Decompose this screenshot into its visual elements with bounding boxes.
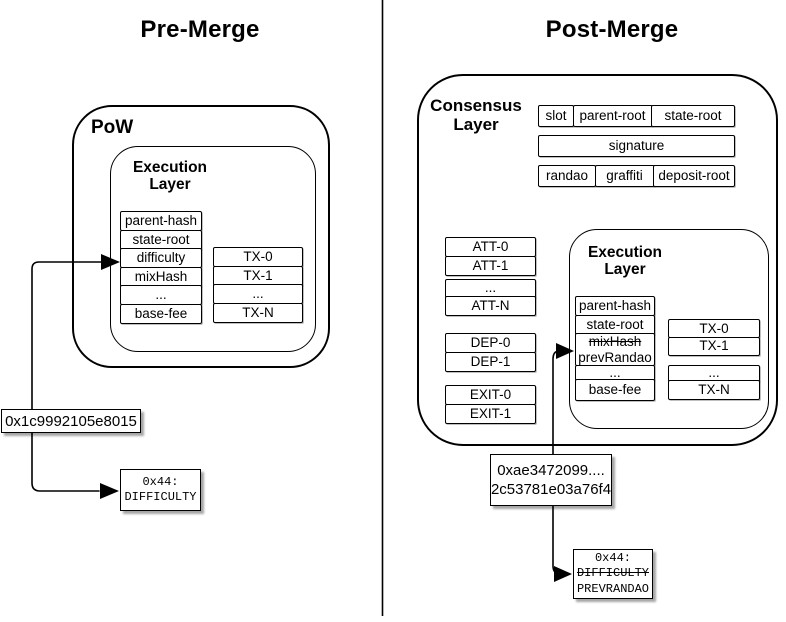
tx-0-post: TX-0 xyxy=(668,319,760,338)
exit-list: EXIT-0 EXIT-1 xyxy=(445,385,536,424)
transaction-list-post: TX-0 TX-1 ... TX-N xyxy=(668,319,760,400)
block-header-fields-pre: parent-hash state-root difficulty mixHas… xyxy=(120,211,202,324)
execution-layer-title-pre: Execution Layer xyxy=(132,159,208,193)
randao-value-line1: 0xae3472099.... xyxy=(497,462,605,479)
pow-label: PoW xyxy=(91,117,134,138)
block-header-fields-post: parent-hash state-root mixHash prevRanda… xyxy=(575,296,655,401)
field-state-root-pre: state-root xyxy=(120,229,202,250)
att-ellipsis: ... xyxy=(445,278,536,298)
slot-name-difficulty: DIFFICULTY xyxy=(124,490,197,504)
field-parent-hash-post: parent-hash xyxy=(575,296,655,316)
field-parent-hash-pre: parent-hash xyxy=(120,211,202,231)
field-deposit-root: deposit-root xyxy=(653,165,735,187)
exit-0: EXIT-0 xyxy=(445,385,536,405)
slot-address-post: 0x44: xyxy=(594,550,631,565)
field-base-fee-post: base-fee xyxy=(575,379,655,401)
attestation-list: ATT-0 ATT-1 ... ATT-N xyxy=(445,237,536,316)
tx-1-post: TX-1 xyxy=(668,336,760,356)
field-mixhash-prevrandao: mixHash prevRandao xyxy=(575,333,655,366)
field-state-root-beacon: state-root xyxy=(651,105,735,127)
field-signature: signature xyxy=(538,135,735,157)
att-1: ATT-1 xyxy=(445,255,536,276)
field-mixhash-pre: mixHash xyxy=(120,266,202,287)
arrowhead-into-prevrandao-slot xyxy=(554,566,572,582)
exit-1: EXIT-1 xyxy=(445,403,536,424)
slot-name-prevrandao: PREVRANDAO xyxy=(576,581,649,596)
beacon-header-row2: randao graffiti deposit-root xyxy=(538,165,735,187)
deposit-list: DEP-0 DEP-1 xyxy=(445,333,536,372)
prevrandao-label: prevRandao xyxy=(578,349,652,365)
att-0: ATT-0 xyxy=(445,237,536,257)
transaction-list-pre: TX-0 TX-1 ... TX-N xyxy=(213,247,303,323)
randao-value-label: 0xae3472099.... 2c53781e03a76f4 xyxy=(490,454,612,506)
mixhash-removed-label: mixHash xyxy=(588,334,642,349)
dep-0: DEP-0 xyxy=(445,333,536,353)
att-n: ATT-N xyxy=(445,296,536,316)
randao-value-line2: 2c53781e03a76f4 xyxy=(490,481,612,498)
arrowhead-into-difficulty-slot xyxy=(100,483,119,499)
difficulty-storage-slot-box: 0x44: DIFFICULTY xyxy=(120,469,201,511)
tx-1-pre: TX-1 xyxy=(213,265,303,286)
difficulty-value-label: 0x1c9992105e8015 xyxy=(1,409,141,433)
beacon-header-row1: slot parent-root state-root xyxy=(538,105,735,127)
field-base-fee-pre: base-fee xyxy=(120,303,202,324)
field-slot: slot xyxy=(538,105,574,127)
tx-0-pre: TX-0 xyxy=(213,247,303,267)
execution-layer-title-post: Execution Layer xyxy=(587,244,663,278)
field-state-root-post: state-root xyxy=(575,314,655,335)
field-difficulty-pre: difficulty xyxy=(120,248,202,268)
field-randao: randao xyxy=(538,165,596,187)
tx-n-pre: TX-N xyxy=(213,302,303,323)
slot-address-pre: 0x44: xyxy=(142,474,179,489)
pre-merge-title: Pre-Merge xyxy=(140,16,260,43)
consensus-layer-title: Consensus Layer xyxy=(430,96,522,134)
prevrandao-storage-slot-box: 0x44: DIFFICULTY PREVRANDAO xyxy=(573,549,653,599)
tx-ellipsis-pre: ... xyxy=(213,284,303,304)
field-graffiti: graffiti xyxy=(594,165,655,187)
slot-name-difficulty-removed: DIFFICULTY xyxy=(576,566,649,581)
field-parent-root: parent-root xyxy=(572,105,653,127)
field-ellipsis-pre: ... xyxy=(120,285,202,305)
tx-ellipsis-post: ... xyxy=(668,364,760,382)
post-merge-title: Post-Merge xyxy=(545,16,679,43)
dep-1: DEP-1 xyxy=(445,351,536,372)
tx-n-post: TX-N xyxy=(668,380,760,400)
